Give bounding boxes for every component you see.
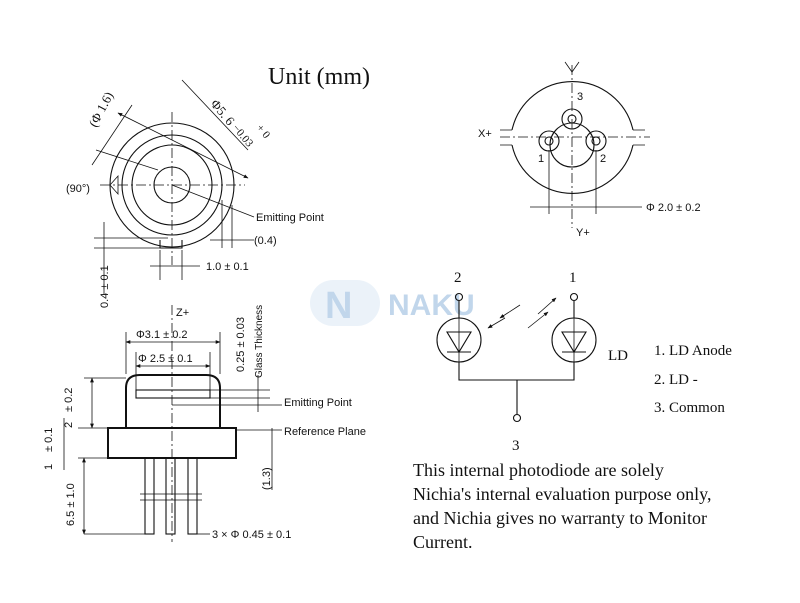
lead-right: [187, 457, 198, 535]
glass-thickness-label: Glass Thickness: [254, 305, 265, 378]
lead-dia-label: 3 × Φ 0.45 ± 0.1: [212, 529, 291, 541]
dim-1-0-label: 1.0 ± 0.1: [206, 261, 249, 273]
pin-circle-dia-label: Φ 2.0 ± 0.2: [646, 202, 701, 214]
emitting-leader-top: [171, 184, 255, 218]
emitting-point-side-label: Emitting Point: [284, 397, 352, 409]
y-axis-label: Y+: [576, 227, 590, 239]
pin-3-label: 3: [577, 91, 583, 103]
ld-label: LD: [608, 348, 628, 364]
dim-5-6-line: [117, 112, 249, 179]
dim-0-4-label: 0.4 ± 0.1: [99, 265, 111, 308]
terminal-3: [512, 413, 522, 423]
note-line-1: This internal photodiode are solely: [413, 460, 664, 480]
note-line-2: Nichia's internal evaluation purpose onl…: [413, 484, 712, 504]
dim-0-2-label: ± 0.2: [63, 388, 75, 412]
dim-0-4-paren-label: (0.4): [254, 235, 277, 247]
side-view: Z+ Φ3.1 ± 0.2 Φ 2.5 ± 0.1 0.25 ± 0.03 Gl…: [43, 305, 366, 542]
dim-5-6-ext: [181, 79, 249, 151]
schematic-pin-3-label: 3: [512, 438, 520, 454]
dim-1-6-ext: [91, 104, 133, 166]
note-line-4: Current.: [413, 532, 472, 552]
lead-center: [165, 457, 176, 535]
pin-2-label: 2: [600, 153, 606, 165]
z-axis-label: Z+: [176, 307, 189, 319]
key-tab: [159, 240, 183, 249]
dim-1-label: 1: [43, 464, 55, 470]
dim-5-6-tol-minus: −0.03: [230, 122, 256, 150]
lead-left: [144, 457, 155, 535]
dim-0-1-label: ± 0.1: [43, 428, 55, 452]
watermark-text: NAKU: [388, 289, 475, 322]
terminal-1: [569, 292, 579, 302]
cap-body: [125, 374, 221, 428]
watermark-n-glyph: N: [325, 285, 352, 327]
lead-break: [140, 493, 202, 501]
pin-1-circle: [538, 130, 560, 152]
dim-1-6-label: (Φ 1.6): [85, 89, 116, 129]
dim-6-5-label: 6.5 ± 1.0: [65, 483, 77, 526]
terminal-2: [454, 292, 464, 302]
pin-1-label: 1: [538, 153, 544, 165]
pin-view: X+ Y+ 3 1 2 Φ 2.0 ± 0.2: [478, 61, 701, 239]
y-axis-arrow-icon: [564, 61, 580, 73]
common-wire: [458, 362, 575, 381]
dim-5-6-tol-plus: + 0: [254, 122, 273, 141]
dim-2-label: 2: [63, 422, 75, 428]
top-view: (Φ 1.6) Φ5. 6 + 0 −0.03 (90°) Emitting P…: [66, 79, 324, 308]
base-outline: [511, 81, 634, 194]
light-arrow-2-icon: [499, 304, 521, 319]
base-notch-left: [500, 129, 512, 146]
dim-3-1-label: Φ3.1 ± 0.2: [136, 329, 188, 341]
light-arrow-4-icon: [537, 297, 557, 315]
legend-item-3: 3. Common: [654, 400, 725, 416]
dim-2-5-label: Φ 2.5 ± 0.1: [138, 353, 193, 365]
dim-1-6-line: [95, 149, 159, 171]
dim-1-3-label: (1.3): [261, 467, 273, 490]
schematic-pin-1-label: 1: [569, 270, 577, 286]
reference-plane-label: Reference Plane: [284, 426, 366, 438]
v-notch: [109, 174, 119, 196]
pin-2-circle: [585, 130, 607, 152]
note-line-3: and Nichia gives no warranty to Monitor: [413, 508, 707, 528]
light-arrow-3-icon: [527, 311, 549, 329]
glass-window: [135, 389, 211, 399]
pin-1-dot: [544, 136, 554, 146]
disclaimer-note: This internal photodiode are solely Nich…: [413, 460, 712, 552]
emitting-point-top-label: Emitting Point: [256, 212, 324, 224]
light-arrow-1-icon: [487, 317, 506, 329]
legend-item-2: 2. LD -: [654, 372, 698, 388]
base-notch-right: [633, 129, 645, 146]
legend-item-1: 1. LD Anode: [654, 343, 732, 359]
watermark-logo: N NAKU: [310, 280, 475, 327]
glass-dim-label: 0.25 ± 0.03: [235, 317, 247, 372]
watermark-oval-icon: [310, 280, 380, 326]
unit-title: Unit (mm): [268, 64, 370, 90]
schematic: 2 1 3 LD 1. LD Anode 2. LD - 3. Common: [436, 270, 732, 454]
angle-90-label: (90°): [66, 183, 90, 195]
schematic-pin-2-label: 2: [454, 270, 462, 286]
x-axis-label: X+: [478, 128, 492, 140]
